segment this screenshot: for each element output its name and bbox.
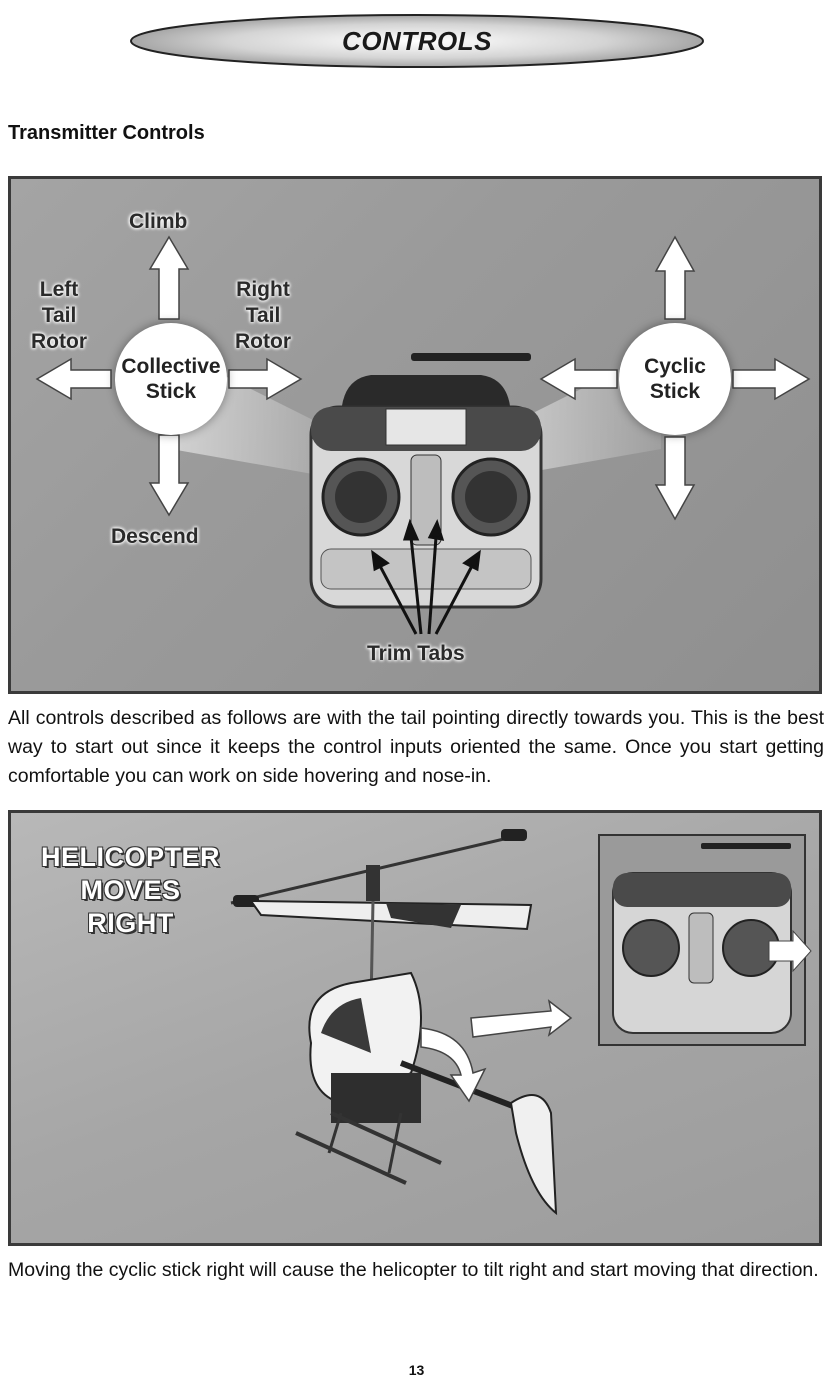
inset-transmitter [598, 834, 812, 1046]
tilt-arrow-icon [420, 1027, 487, 1103]
intro-paragraph: All controls described as follows are wi… [8, 707, 824, 787]
right-stick-arrows [539, 235, 811, 521]
title-banner [130, 14, 704, 68]
transmitter-figure: Climb Descend Left Tail Rotor Right Tail… [8, 176, 822, 694]
page-number: 13 [408, 1362, 425, 1378]
page-title: CONTROLS [342, 25, 492, 56]
descend-label: Descend [111, 525, 199, 548]
transmitter-icon [309, 353, 543, 609]
climb-label: Climb [129, 210, 188, 233]
right-tail-rotor-label: Right Tail Rotor [235, 278, 291, 353]
left-tail-rotor-label: Left Tail Rotor [31, 278, 87, 353]
left-stick-arrows [35, 235, 303, 517]
helicopter-figure: HELICOPTER MOVES RIGHT [8, 810, 822, 1246]
cyclic-paragraph: Moving the cyclic stick right will cause… [8, 1259, 819, 1281]
section-heading: Transmitter Controls [8, 122, 205, 144]
trim-tab-arrows [371, 518, 481, 635]
cyclic-stick-label: Cyclic Stick [619, 323, 731, 435]
collective-stick-label: Collective Stick [115, 323, 227, 435]
trim-tabs-label: Trim Tabs [367, 642, 465, 665]
helicopter-illustration [230, 829, 812, 1216]
move-right-arrow-icon [470, 999, 573, 1038]
helicopter-moves-right-label: HELICOPTER MOVES RIGHT [41, 842, 221, 938]
transmitter-illustration [35, 235, 811, 635]
